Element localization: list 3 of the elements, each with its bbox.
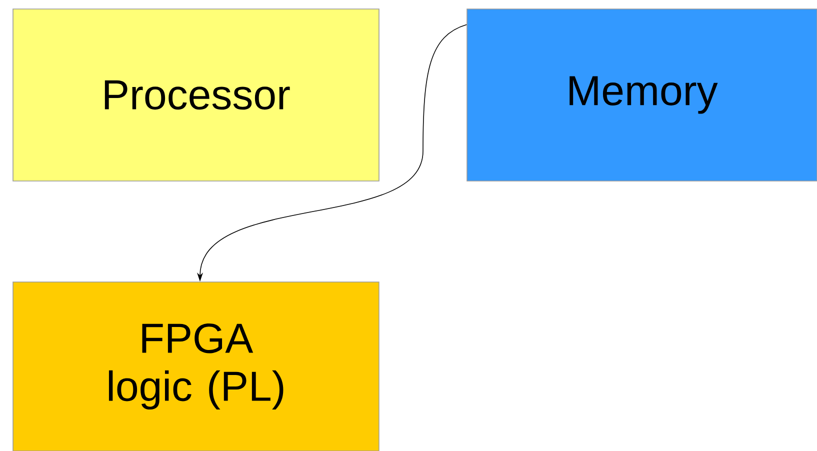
- process-box: Memory: [466, 8, 817, 182]
- process-box: Processor: [12, 8, 380, 182]
- process-box: FPGA logic (PL): [12, 282, 380, 451]
